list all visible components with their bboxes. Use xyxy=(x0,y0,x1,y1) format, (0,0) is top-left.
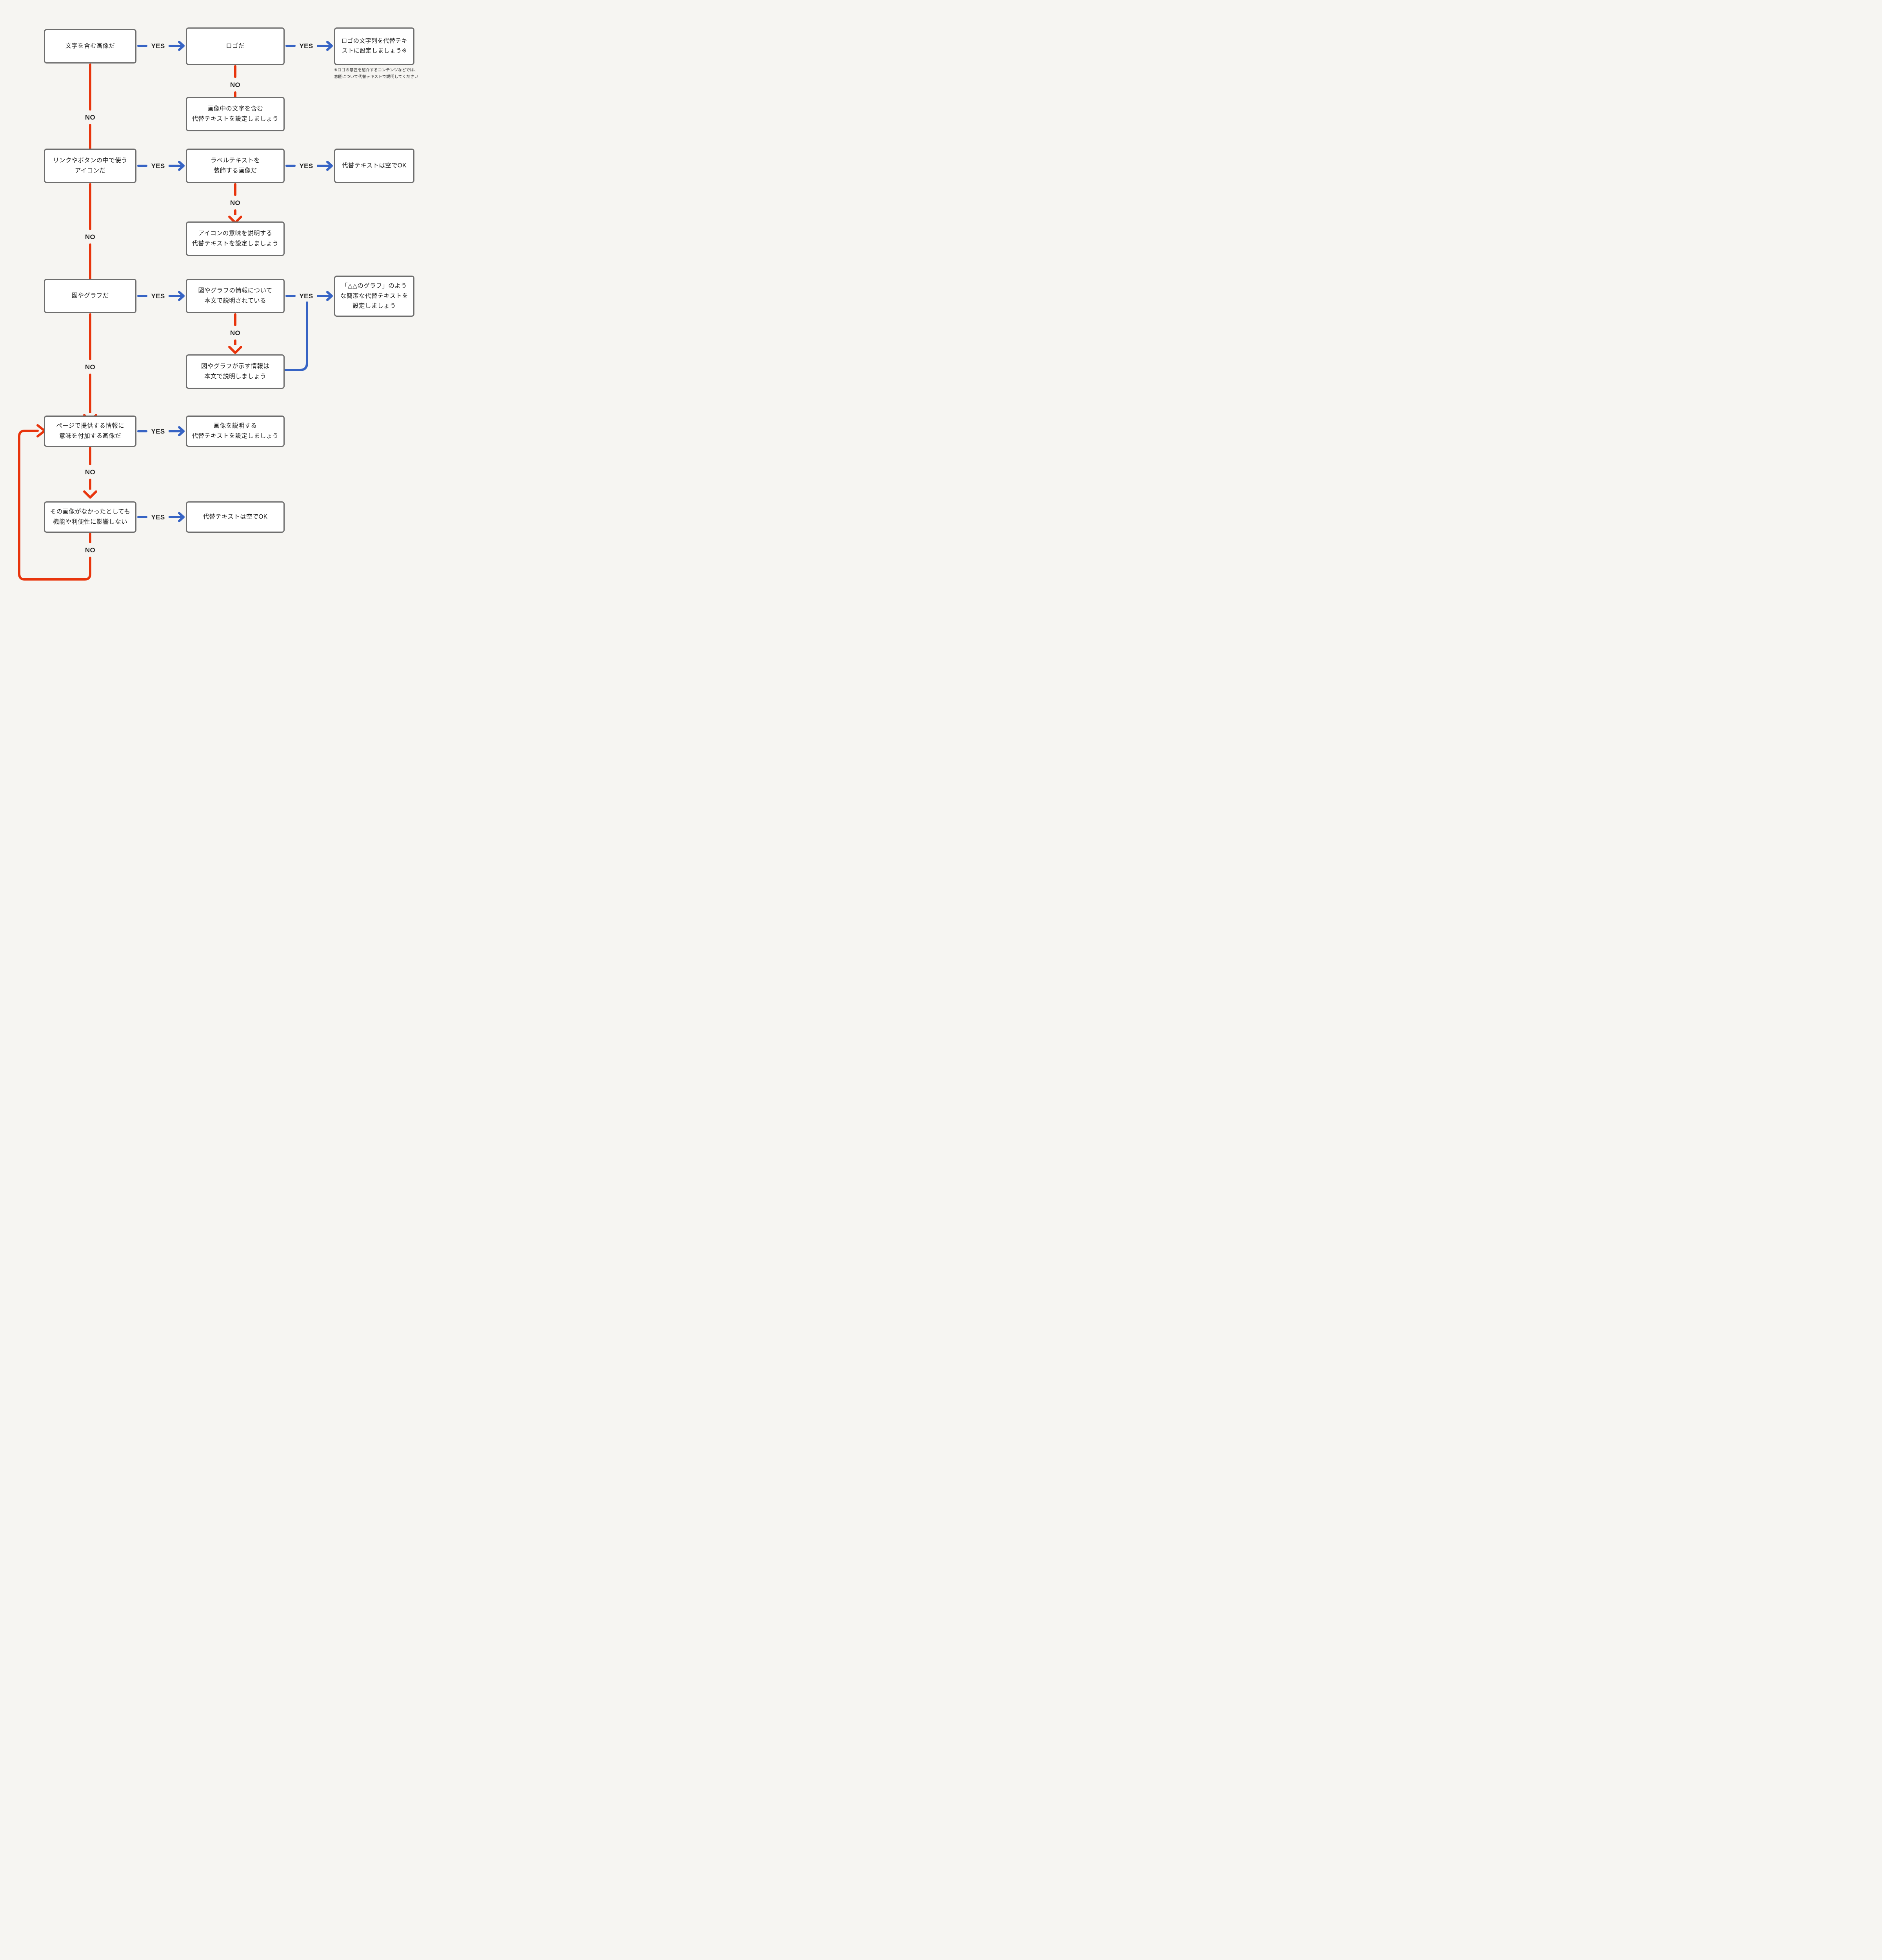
no-stem-lower xyxy=(89,479,91,490)
yes-dash xyxy=(137,295,148,297)
node-result-empty-alt-final[interactable]: 代替テキストは空でOK xyxy=(186,501,285,533)
no-connector-q3: NO xyxy=(78,313,102,423)
yes-label: YES xyxy=(151,427,165,435)
node-result-concise-graph-alt[interactable]: 「△△のグラフ」のよう な簡潔な代替テキストを 設定しましょう xyxy=(334,276,414,317)
yes-arrow-icon xyxy=(316,161,333,171)
node-q2-icon-in-link[interactable]: リンクやボタンの中で使う アイコンだ xyxy=(44,149,136,183)
yes-label: YES xyxy=(299,162,313,170)
node-q1-is-logo[interactable]: ロゴだ xyxy=(186,27,285,65)
no-stem xyxy=(89,447,91,465)
no-arrow-icon xyxy=(83,490,97,499)
no-arrowhead-group xyxy=(82,479,98,499)
no-arrowhead-group xyxy=(227,339,243,355)
no-connector-q2-decorative: NO xyxy=(223,183,247,225)
yes-connector-q2-decorative: YES xyxy=(285,161,333,171)
no-connector-q5: NO xyxy=(78,533,102,569)
no-label: NO xyxy=(85,114,96,121)
no-stem-lower xyxy=(89,557,91,569)
yes-label: YES xyxy=(151,292,165,300)
yes-label: YES xyxy=(151,162,165,170)
node-q5-no-impact[interactable]: その画像がなかったとしても 機能や利便性に影響しない xyxy=(44,501,136,533)
yes-dash xyxy=(137,516,148,518)
no-label: NO xyxy=(85,546,96,554)
node-q1-text-image[interactable]: 文字を含む画像だ xyxy=(44,29,136,64)
no-label: NO xyxy=(230,199,241,207)
yes-connector-q3-described: YES xyxy=(285,291,333,301)
no-label: NO xyxy=(85,468,96,476)
yes-label: YES xyxy=(299,42,313,50)
no-label: NO xyxy=(85,233,96,241)
node-result-icon-meaning-alt[interactable]: アイコンの意味を説明する 代替テキストを設定しましょう xyxy=(186,221,285,256)
node-q3-described-in-body[interactable]: 図やグラフの情報について 本文で説明されている xyxy=(186,279,285,313)
yes-dash xyxy=(285,295,296,297)
node-result-describe-image-alt[interactable]: 画像を説明する 代替テキストを設定しましょう xyxy=(186,416,285,447)
yes-arrow-icon xyxy=(316,291,333,301)
node-result-logo-alt[interactable]: ロゴの文字列を代替テキ ストに設定しましょう※ xyxy=(334,27,414,65)
logo-footnote: ※ロゴの意匠を紹介するコンテンツなどでは、 意匠について代替テキストで説明してく… xyxy=(334,68,418,79)
no-stem xyxy=(234,183,236,196)
yes-arrow-icon xyxy=(316,41,333,51)
node-result-empty-alt-icon[interactable]: 代替テキストは空でOK xyxy=(334,149,414,183)
yes-arrow-icon xyxy=(168,291,185,301)
red-loopback-path xyxy=(18,430,91,581)
node-result-text-in-image-alt[interactable]: 画像中の文字を含む 代替テキストを設定しましょう xyxy=(186,97,285,131)
no-arrow-icon xyxy=(228,346,242,354)
yes-label: YES xyxy=(151,513,165,521)
no-stem-lower xyxy=(89,243,91,283)
no-stem xyxy=(89,64,91,111)
yes-dash xyxy=(285,45,296,47)
yes-connector-q5: YES xyxy=(137,512,185,522)
blue-return-path xyxy=(283,301,308,371)
no-stem-lower xyxy=(234,91,236,97)
node-result-describe-in-body[interactable]: 図やグラフが示す情報は 本文で説明しましょう xyxy=(186,354,285,389)
yes-label: YES xyxy=(151,42,165,50)
yes-connector-q2: YES xyxy=(137,161,185,171)
no-label: NO xyxy=(230,329,241,337)
no-stem-lower xyxy=(89,124,91,163)
no-stem xyxy=(89,313,91,360)
yes-dash xyxy=(285,165,296,167)
no-stem xyxy=(234,65,236,78)
flowchart-canvas: 文字を含む画像だ YES ロゴだ YES ロゴの文字列を代替テキ ストに設定しま… xyxy=(0,0,443,615)
yes-dash xyxy=(137,45,148,47)
no-stem-lower xyxy=(234,339,236,345)
yes-connector-q3: YES xyxy=(137,291,185,301)
yes-dash xyxy=(137,165,148,167)
yes-arrow-icon xyxy=(168,512,185,522)
yes-dash xyxy=(137,430,148,432)
no-label: NO xyxy=(230,81,241,89)
no-stem xyxy=(89,533,91,543)
no-connector-q3-described: NO xyxy=(223,313,247,355)
no-stem-lower xyxy=(89,374,91,413)
yes-label: YES xyxy=(299,292,313,300)
node-q3-diagram-or-graph[interactable]: 図やグラフだ xyxy=(44,279,136,313)
no-connector-q2: NO xyxy=(78,183,102,293)
yes-connector-q1-logo: YES xyxy=(285,41,333,51)
yes-connector-q4: YES xyxy=(137,426,185,436)
node-q2-decorative-label[interactable]: ラベルテキストを 装飾する画像だ xyxy=(186,149,285,183)
yes-arrow-icon xyxy=(168,41,185,51)
no-stem-lower xyxy=(234,209,236,215)
yes-arrow-icon xyxy=(168,426,185,436)
node-q4-adds-meaning[interactable]: ページで提供する情報に 意味を付加する画像だ xyxy=(44,416,136,447)
no-connector-q4: NO xyxy=(78,447,102,499)
no-label: NO xyxy=(85,363,96,371)
yes-arrow-icon xyxy=(168,161,185,171)
yes-connector-q1: YES xyxy=(137,41,185,51)
no-stem xyxy=(89,183,91,230)
no-stem xyxy=(234,313,236,326)
